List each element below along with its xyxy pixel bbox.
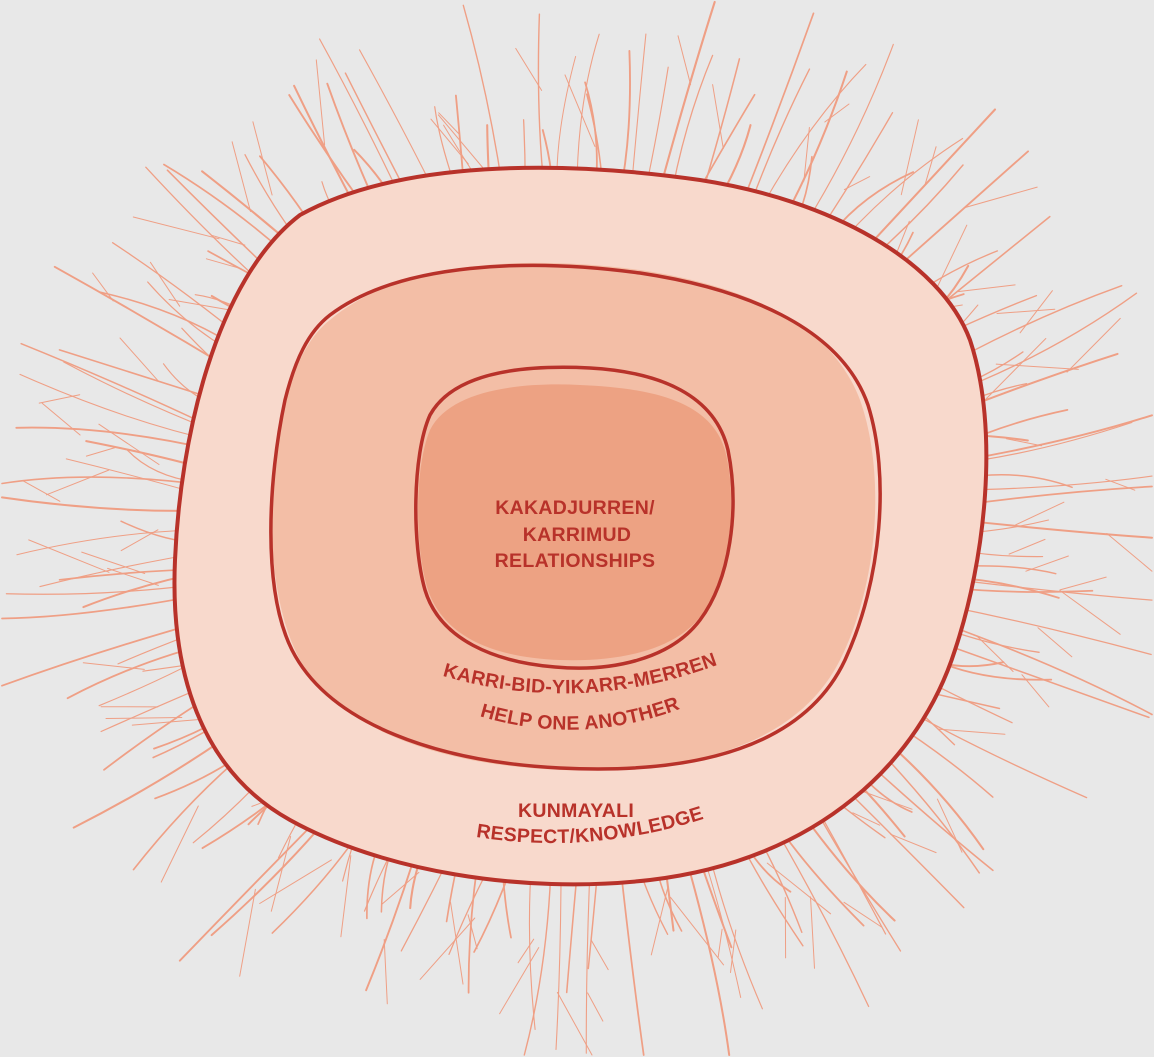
- root-branch: [450, 901, 464, 985]
- root-branch: [105, 717, 183, 719]
- root-branch: [717, 928, 723, 958]
- root-branch: [556, 991, 593, 1056]
- root-branch: [239, 888, 256, 977]
- root-branch: [1008, 538, 1046, 555]
- root-branch: [964, 186, 1038, 209]
- root-branch: [467, 914, 478, 950]
- root-branch: [438, 112, 460, 135]
- root-branch: [677, 35, 692, 86]
- root-branch: [515, 47, 543, 91]
- inner-label-line-3: RELATIONSHIPS: [495, 550, 656, 572]
- root-branch: [810, 896, 815, 969]
- inner-ring-outline: [414, 365, 735, 670]
- root-branch: [900, 119, 919, 196]
- root-branch: [1015, 501, 1065, 526]
- root-branch: [119, 337, 159, 382]
- root-branch: [231, 141, 251, 212]
- root-branch: [650, 886, 669, 956]
- root-branch: [1066, 317, 1121, 373]
- root-branch: [1006, 438, 1042, 447]
- root-branch: [1059, 576, 1107, 591]
- root-branch: [381, 871, 420, 905]
- root-branch: [1025, 555, 1069, 572]
- root-branch: [852, 812, 881, 826]
- root-branch: [564, 74, 596, 147]
- root-branch: [803, 127, 810, 182]
- inner-label-line-2: KARRIMUD: [523, 524, 632, 546]
- root-branch: [1037, 627, 1073, 658]
- root-branch: [120, 529, 159, 552]
- root-branch: [499, 947, 540, 1015]
- root-branch: [82, 662, 145, 670]
- root-branch: [419, 917, 476, 980]
- root-branch: [924, 146, 937, 186]
- root-branch: [211, 234, 246, 246]
- root-branch: [45, 469, 110, 496]
- root-line: [630, 33, 647, 188]
- root-line: [16, 529, 191, 556]
- root-branch: [730, 929, 737, 973]
- root-branch: [160, 805, 199, 883]
- root-branch: [895, 220, 910, 257]
- outer-label-line-1: KUNMAYALI: [518, 800, 634, 822]
- root-branch: [259, 859, 332, 904]
- root-branch: [843, 176, 871, 191]
- root-branch: [168, 299, 229, 311]
- root-line: [943, 604, 1152, 656]
- root-branch: [340, 855, 352, 938]
- root-branch: [995, 363, 1079, 370]
- root-branch: [1106, 533, 1153, 572]
- root-branch: [315, 59, 326, 146]
- root-branch: [766, 862, 832, 915]
- root-branch: [38, 394, 81, 404]
- root-branch: [1059, 589, 1121, 635]
- root-branch: [670, 896, 725, 966]
- root-line: [20, 342, 215, 429]
- root-branch: [985, 338, 1047, 400]
- inner-ring: [418, 384, 732, 661]
- root-branch: [517, 938, 535, 964]
- root-branch: [587, 992, 604, 1022]
- root-branch: [85, 447, 116, 457]
- root-branch: [98, 423, 160, 465]
- middle-ring-outline: [269, 263, 882, 771]
- root-branch: [28, 539, 110, 573]
- root-branch: [843, 901, 882, 928]
- root-branch: [205, 258, 242, 270]
- root-line: [1, 496, 201, 512]
- root-branch: [956, 284, 1016, 293]
- root-branch: [107, 567, 159, 586]
- root-branch: [712, 84, 724, 149]
- root-branch: [270, 836, 292, 912]
- root-branch: [890, 833, 937, 854]
- root-branch: [862, 791, 913, 810]
- root-branch: [430, 118, 469, 165]
- root-branch: [437, 114, 490, 176]
- root-branch: [41, 402, 81, 436]
- root-branch: [132, 216, 220, 240]
- root-branch: [976, 635, 1014, 672]
- root-branch: [996, 308, 1056, 314]
- root-branch: [1021, 674, 1050, 708]
- root-branch: [149, 261, 181, 307]
- root-branch: [937, 728, 1006, 735]
- root-branch: [383, 938, 388, 1005]
- root-line: [682, 849, 731, 1057]
- root-branch: [22, 480, 61, 502]
- root-line: [1, 476, 209, 487]
- root-branch: [92, 272, 114, 302]
- inner-label-line-1: KAKADJURREN/: [495, 497, 655, 519]
- root-branch: [937, 224, 968, 287]
- root-branch: [81, 551, 146, 574]
- root-branch: [590, 939, 609, 971]
- root-branch: [1019, 290, 1053, 334]
